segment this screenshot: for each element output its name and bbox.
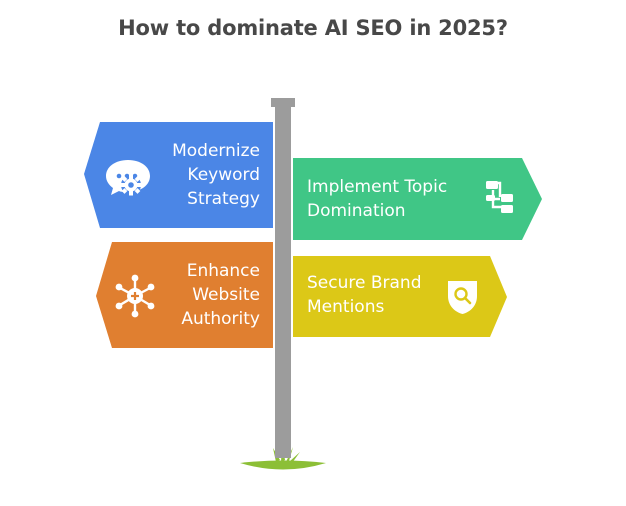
chat-gear-icon [106, 160, 150, 196]
sign-implement-board[interactable] [293, 158, 542, 240]
signpost-cap [271, 98, 295, 107]
sign-modernize-label: Modernize Keyword Strategy [172, 141, 260, 209]
sign-secure-board[interactable] [293, 256, 507, 337]
signpost-pole [275, 104, 291, 458]
sign-implement-label: Implement Topic Domination [307, 177, 448, 221]
hierarchy-icon [486, 181, 513, 213]
sign-enhance-label: Enhance Website Authority [181, 261, 260, 329]
network-icon [115, 274, 155, 318]
shield-search-icon [448, 281, 477, 314]
page-title: How to dominate AI SEO in 2025? [118, 16, 508, 40]
sign-modernize-board[interactable] [84, 122, 273, 228]
grass-mound [240, 460, 326, 470]
sign-enhance-board[interactable] [96, 242, 273, 348]
sign-secure-label: Secure Brand Mentions [307, 273, 422, 317]
